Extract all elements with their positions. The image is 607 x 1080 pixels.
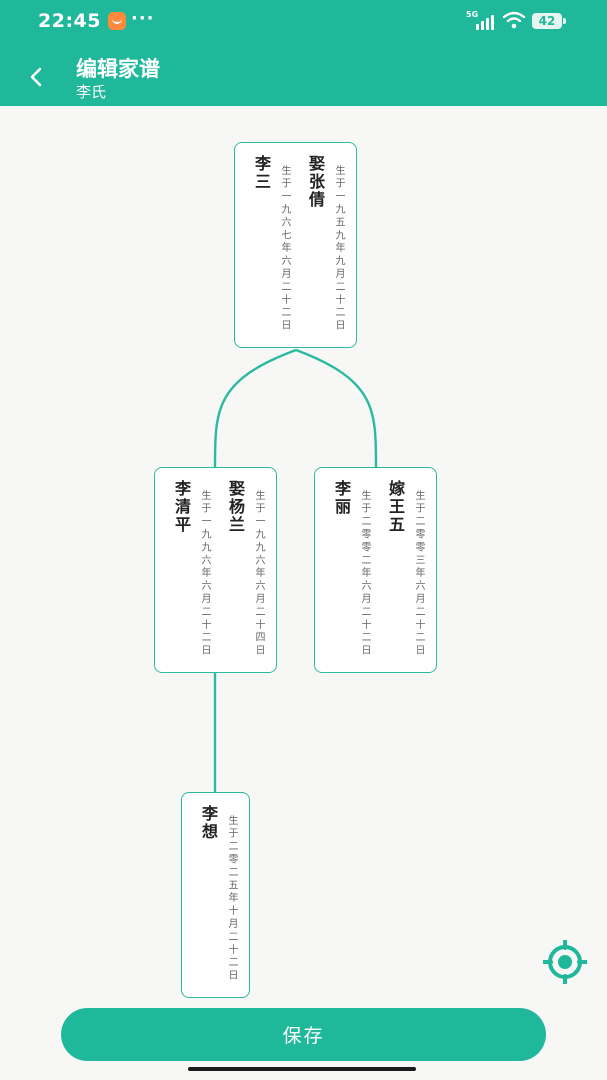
status-bar: 22:45 ··· 5G 42: [0, 0, 607, 44]
back-button[interactable]: [22, 62, 52, 92]
cellular-signal-icon: 5G: [466, 10, 496, 30]
app-notification-icon: [108, 12, 126, 30]
person-birth-date: 生于二零零二年六月二十二日: [359, 490, 370, 658]
battery-icon: 42: [532, 13, 566, 29]
spouse-name: 嫁王五: [386, 480, 405, 534]
person-card-child-2[interactable]: 李丽 生于二零零二年六月二十二日 嫁王五 生于二零零三年六月二十二日: [314, 467, 437, 673]
page-subtitle: 李氏: [76, 83, 107, 101]
crosshair-icon: [542, 939, 588, 985]
page-title: 编辑家谱: [76, 57, 160, 81]
wifi-icon: [502, 11, 526, 29]
spouse-name: 娶杨兰: [226, 480, 245, 534]
more-notifications-icon: ···: [131, 8, 155, 29]
spouse-name: 娶张倩: [306, 155, 325, 209]
person-name: 李三: [252, 155, 271, 191]
status-time: 22:45: [38, 10, 101, 32]
spouse-birth-date: 生于二零零三年六月二十二日: [413, 490, 424, 658]
locate-center-button[interactable]: [542, 939, 588, 985]
person-birth-date: 生于一九六七年六月二十二日: [279, 165, 290, 333]
chevron-left-icon: [30, 67, 42, 87]
home-indicator: [188, 1067, 416, 1071]
spouse-birth-date: 生于一九五九年九月二十二日: [333, 165, 344, 333]
person-name: 李丽: [332, 480, 351, 516]
network-type-label: 5G: [466, 10, 479, 19]
person-birth-date: 生于一九九六年六月二十二日: [199, 490, 210, 658]
person-name: 李清平: [172, 480, 191, 534]
person-card-grandchild-1[interactable]: 李想 生于二零二五年十月二十二日: [181, 792, 250, 998]
app-header: 22:45 ··· 5G 42 编辑家谱 李氏: [0, 0, 607, 106]
spouse-birth-date: 生于一九九六年六月二十四日: [253, 490, 264, 658]
person-card-child-1[interactable]: 李清平 生于一九九六年六月二十二日 娶杨兰 生于一九九六年六月二十四日: [154, 467, 277, 673]
person-card-root[interactable]: 李三 生于一九六七年六月二十二日 娶张倩 生于一九五九年九月二十二日: [234, 142, 357, 348]
save-button[interactable]: 保存: [61, 1008, 546, 1061]
person-name: 李想: [199, 805, 218, 841]
person-birth-date: 生于二零二五年十月二十二日: [226, 815, 237, 983]
